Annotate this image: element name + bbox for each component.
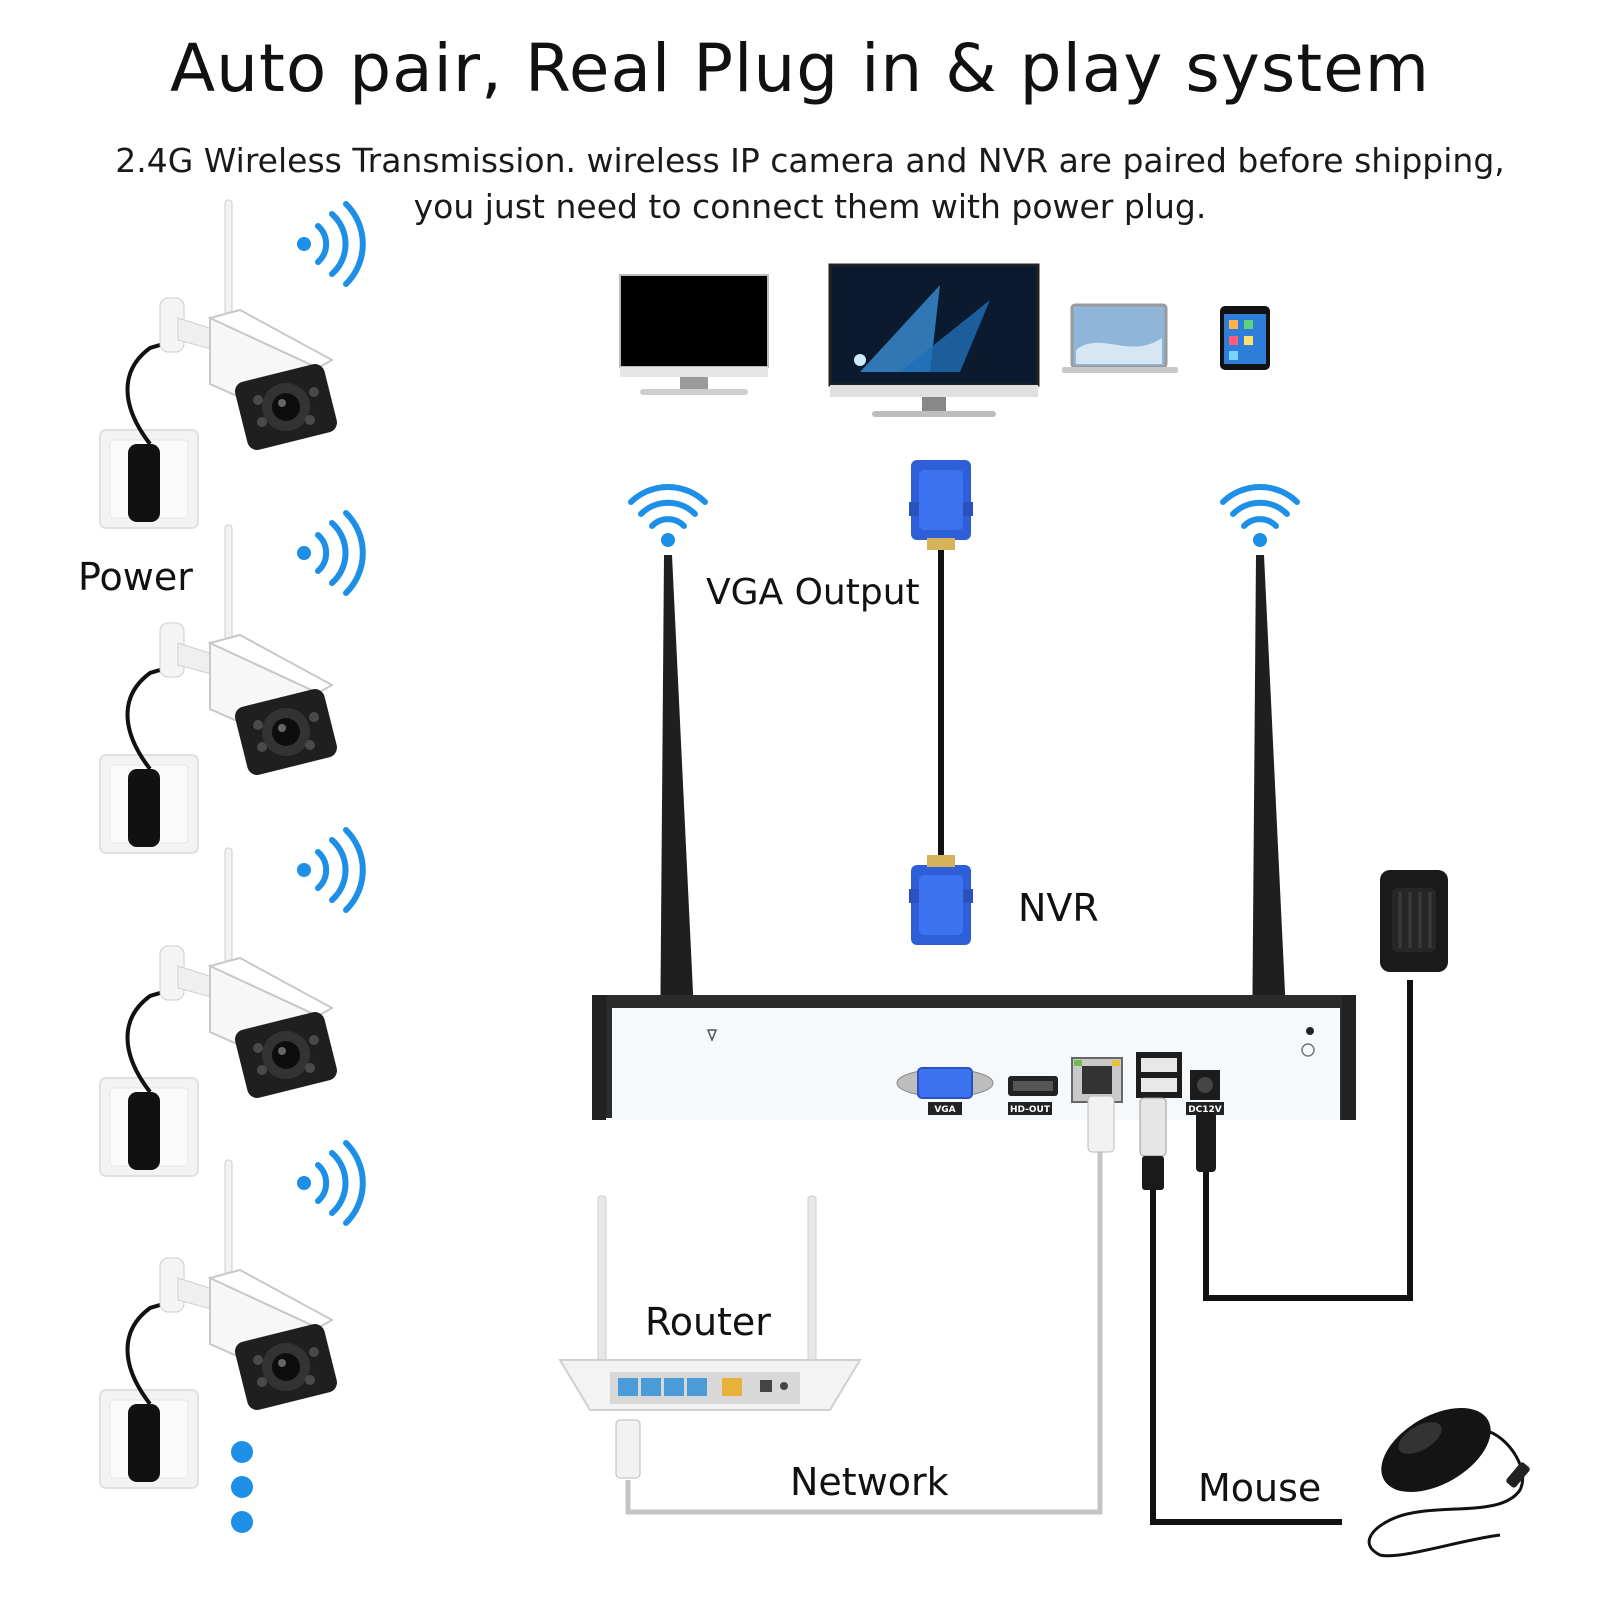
bullet-camera-icon [100,1160,339,1488]
monitor-icon [620,275,768,395]
nvr-device: VGA HD-OUT DC12V [592,995,1356,1120]
vga-plug-icon [909,855,973,945]
power-adapter-icon [1380,870,1448,972]
network-label: Network [790,1460,949,1504]
vga-output-label: VGA Output [706,572,920,613]
mouse-cable [1140,1098,1342,1522]
mouse-label: Mouse [1198,1466,1321,1510]
vga-port-label: VGA [934,1105,955,1115]
nvr-antenna-right [1252,555,1288,1055]
monitor-icon [830,265,1038,417]
lan-port [1072,1058,1122,1102]
vga-plug-icon [909,460,973,550]
mouse-icon [1367,1391,1531,1556]
power-label: Power [78,555,193,599]
wireless-signal-icon [297,513,363,593]
wireless-signal-icon [297,204,363,284]
phone-icon [1220,306,1270,370]
usb-ports [1136,1052,1182,1098]
hdmi-port-label: HD-OUT [1010,1105,1051,1115]
laptop-icon [1062,305,1178,373]
nvr-antenna-left [660,555,696,1055]
bullet-camera-icon [100,848,339,1176]
wireless-signal-icon [297,1143,363,1223]
wireless-signal-icon [297,830,363,910]
vga-cable [909,460,973,945]
nvr-label: NVR [1018,886,1099,930]
more-cameras-dots [231,1441,253,1533]
router-label: Router [645,1300,771,1344]
wifi-icon [1223,487,1297,547]
wifi-icon [631,487,705,547]
